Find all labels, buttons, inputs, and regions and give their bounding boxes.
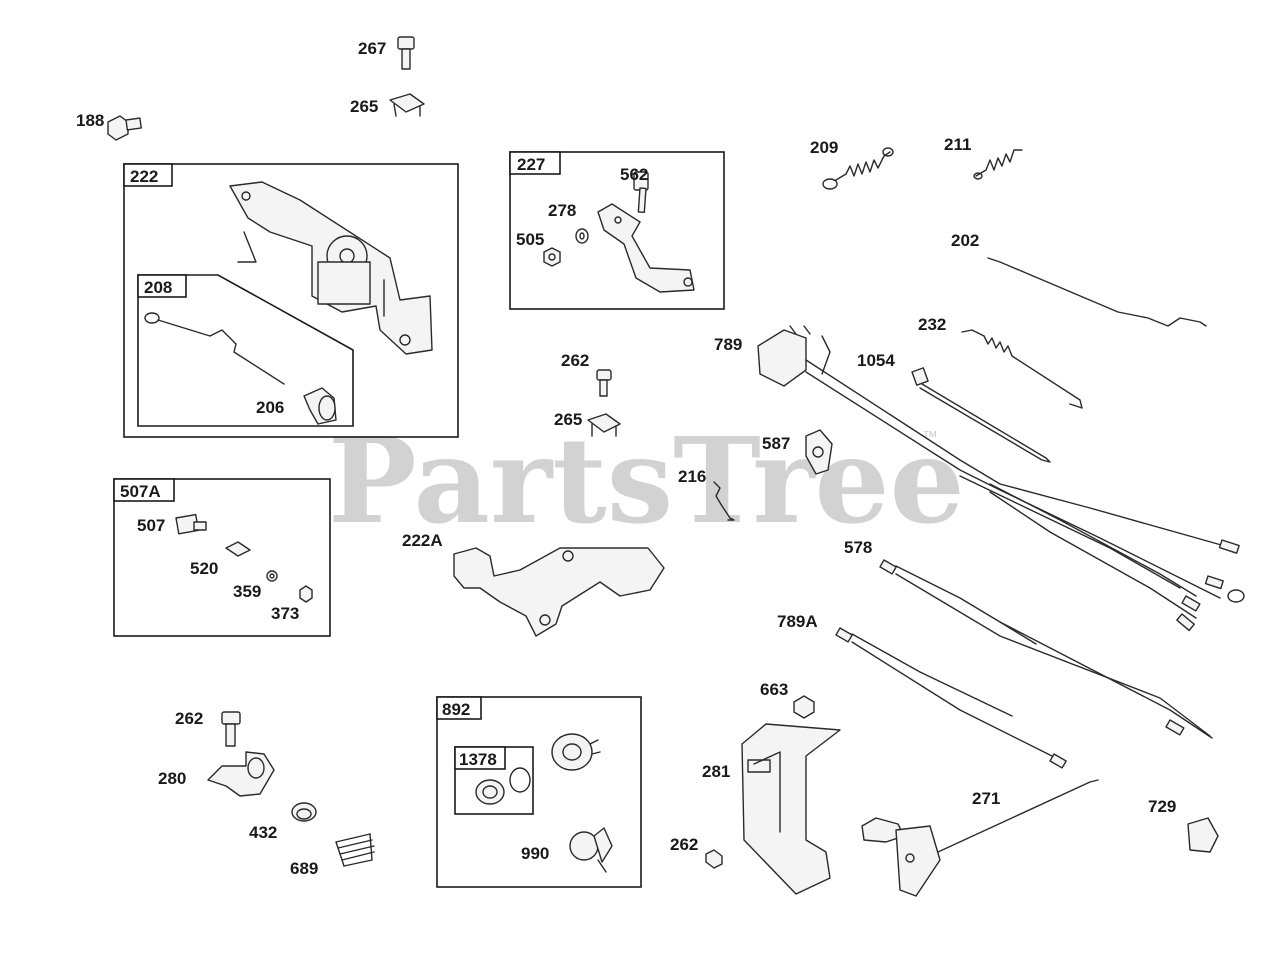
part-271-throttle-control[interactable] bbox=[861, 779, 1099, 897]
callout-562[interactable]: 562 bbox=[620, 165, 648, 184]
part-262-screw-bottom[interactable] bbox=[705, 849, 723, 869]
callout-990[interactable]: 990 bbox=[521, 844, 549, 863]
part-281-bracket[interactable] bbox=[741, 723, 841, 895]
group-box-892[interactable]: 892 bbox=[436, 696, 642, 888]
part-188-bolt[interactable] bbox=[107, 115, 142, 141]
callout-267[interactable]: 267 bbox=[358, 39, 386, 58]
part-222A-bracket[interactable] bbox=[453, 547, 665, 637]
group-box-222[interactable]: 222 bbox=[123, 163, 459, 438]
part-227-throttle-arm[interactable] bbox=[597, 203, 695, 293]
part-202-rod[interactable] bbox=[987, 257, 1207, 327]
callout-432[interactable]: 432 bbox=[249, 823, 277, 842]
group-label-1378: 1378 bbox=[459, 750, 497, 769]
part-578-wire[interactable] bbox=[879, 559, 1213, 739]
watermark-text: PartsTree bbox=[328, 411, 965, 550]
callout-578[interactable]: 578 bbox=[844, 538, 872, 557]
group-label-227: 227 bbox=[517, 155, 545, 174]
part-267-bolt[interactable] bbox=[397, 36, 415, 70]
callout-278[interactable]: 278 bbox=[548, 201, 576, 220]
part-278-washer[interactable] bbox=[575, 228, 589, 244]
part-222-control-bracket[interactable] bbox=[229, 181, 433, 355]
watermark-trademark: ™ bbox=[922, 429, 938, 446]
callout-729[interactable]: 729 bbox=[1148, 797, 1176, 816]
callout-202[interactable]: 202 bbox=[951, 231, 979, 250]
part-265-clip-mid[interactable] bbox=[587, 413, 621, 437]
callout-281[interactable]: 281 bbox=[702, 762, 730, 781]
part-520-clip[interactable] bbox=[225, 541, 251, 557]
part-209-spring[interactable] bbox=[822, 147, 894, 190]
group-box-507A[interactable]: 507A bbox=[113, 478, 331, 637]
callout-789[interactable]: 789 bbox=[714, 335, 742, 354]
callout-507[interactable]: 507 bbox=[137, 516, 165, 535]
group-label-208: 208 bbox=[144, 278, 172, 297]
part-663-screw[interactable] bbox=[793, 695, 815, 719]
callout-280[interactable]: 280 bbox=[158, 769, 186, 788]
callout-232[interactable]: 232 bbox=[918, 315, 946, 334]
part-359-washer[interactable] bbox=[266, 570, 278, 582]
callout-211[interactable]: 211 bbox=[944, 135, 971, 154]
callout-216[interactable]: 216 bbox=[678, 467, 706, 486]
part-689-spring[interactable] bbox=[335, 833, 375, 867]
callout-663[interactable]: 663 bbox=[760, 680, 788, 699]
callout-359[interactable]: 359 bbox=[233, 582, 261, 601]
part-208-link-rod[interactable] bbox=[144, 312, 285, 385]
part-1378-nut-washer[interactable] bbox=[475, 767, 531, 805]
group-label-222: 222 bbox=[130, 167, 158, 186]
callout-209[interactable]: 209 bbox=[810, 138, 838, 157]
part-211-spring[interactable] bbox=[973, 149, 1023, 180]
callout-689[interactable]: 689 bbox=[290, 859, 318, 878]
callout-1054[interactable]: 1054 bbox=[857, 351, 895, 370]
group-box-1378[interactable]: 1378 bbox=[454, 746, 534, 815]
part-505-nut[interactable] bbox=[543, 247, 561, 267]
group-box-208[interactable]: 208 bbox=[137, 274, 354, 427]
callout-262[interactable]: 262 bbox=[561, 351, 589, 370]
callout-265-mid[interactable]: 265 bbox=[554, 410, 582, 429]
callout-789A[interactable]: 789A bbox=[777, 612, 818, 631]
part-262-screw-left[interactable] bbox=[221, 711, 241, 747]
callout-222A[interactable]: 222A bbox=[402, 531, 443, 550]
callout-587[interactable]: 587 bbox=[762, 434, 790, 453]
part-562-bolt[interactable] bbox=[633, 171, 649, 214]
callout-206[interactable]: 206 bbox=[256, 398, 284, 417]
part-206-knob[interactable] bbox=[303, 387, 337, 425]
part-789A-wire[interactable] bbox=[835, 627, 1067, 769]
callout-520[interactable]: 520 bbox=[190, 559, 218, 578]
callout-262-bottom[interactable]: 262 bbox=[670, 835, 698, 854]
callouts: 267 265 188 206 562 278 505 209 211 202 … bbox=[76, 39, 1176, 878]
callout-373[interactable]: 373 bbox=[271, 604, 299, 623]
part-587-clamp[interactable] bbox=[805, 429, 833, 475]
part-1054-cable-tie[interactable] bbox=[911, 367, 1051, 463]
group-box-227[interactable]: 227 bbox=[509, 151, 725, 310]
part-280-bracket[interactable] bbox=[207, 751, 275, 797]
part-373-nut[interactable] bbox=[299, 585, 313, 603]
part-507-switch[interactable] bbox=[175, 513, 207, 535]
group-label-892: 892 bbox=[442, 700, 470, 719]
part-216-link[interactable] bbox=[713, 481, 735, 521]
part-265-clip-top[interactable] bbox=[389, 93, 425, 117]
callout-188[interactable]: 188 bbox=[76, 111, 104, 130]
callout-271[interactable]: 271 bbox=[972, 789, 1000, 808]
part-990-key[interactable] bbox=[569, 827, 613, 873]
part-789-wire-harness[interactable] bbox=[757, 325, 1245, 632]
group-label-507A: 507A bbox=[120, 482, 161, 501]
part-ignition-switch[interactable] bbox=[551, 733, 601, 771]
part-729-cap[interactable] bbox=[1187, 817, 1219, 853]
part-432-bushing[interactable] bbox=[291, 802, 317, 822]
callout-262-left[interactable]: 262 bbox=[175, 709, 203, 728]
part-232-spring[interactable] bbox=[961, 329, 1083, 409]
part-262-screw-mid[interactable] bbox=[596, 369, 612, 397]
callout-265[interactable]: 265 bbox=[350, 97, 378, 116]
callout-505[interactable]: 505 bbox=[516, 230, 544, 249]
